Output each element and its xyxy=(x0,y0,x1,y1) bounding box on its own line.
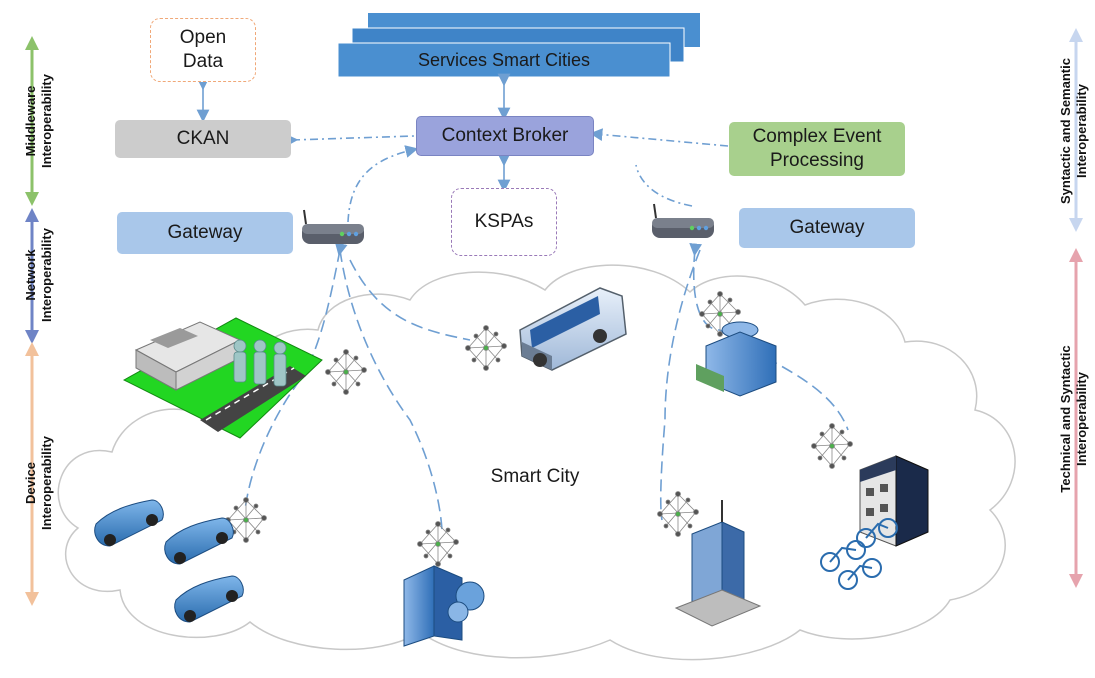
mesh-icon-5 xyxy=(699,291,741,337)
round-building-icon xyxy=(696,321,777,397)
right-axis-arrows xyxy=(1069,28,1083,588)
open-data-line1: Open xyxy=(179,27,227,48)
dark-building-icon xyxy=(859,455,929,547)
router-icon-right xyxy=(652,203,714,238)
ckan-box: CKAN xyxy=(115,120,291,158)
router-icon-left xyxy=(302,209,364,244)
mesh-icon-1 xyxy=(325,349,367,395)
services-smart-cities-box: Services Smart Cities xyxy=(338,43,670,77)
solid-connectors xyxy=(196,73,511,193)
mesh-icon-3 xyxy=(225,497,267,543)
car-icon-2 xyxy=(164,517,234,565)
gateway-left-label: Gateway xyxy=(167,222,243,243)
kspas-box: KSPAs xyxy=(451,188,557,256)
cep-box: Complex Event Processing xyxy=(729,122,905,176)
smart-city-label: Smart City xyxy=(490,466,580,487)
left-axis-arrows xyxy=(25,36,39,606)
open-data-box: Open Data xyxy=(150,18,256,82)
services-label: Services Smart Cities xyxy=(417,50,591,70)
open-data-line2: Data xyxy=(182,51,224,72)
bike-rack-icon xyxy=(820,518,898,590)
mesh-icon-4 xyxy=(417,521,459,567)
mesh-icon-7 xyxy=(657,491,699,537)
context-broker-box: Context Broker xyxy=(416,116,594,156)
car-icon-3 xyxy=(174,575,244,623)
dashdot-connectors xyxy=(285,128,729,223)
bus-icon xyxy=(519,287,627,371)
ckan-label: CKAN xyxy=(176,128,230,149)
office-building-icon-left xyxy=(403,565,485,647)
gateway-right-box: Gateway xyxy=(739,208,915,248)
gateway-right-label: Gateway xyxy=(789,217,865,238)
device-interoperability-label: Device Interoperability xyxy=(23,436,54,530)
syntactic-semantic-interoperability-label: Syntactic and Semantic Interoperability xyxy=(1058,58,1089,204)
cep-line1: Complex Event xyxy=(752,126,882,147)
kspas-label: KSPAs xyxy=(474,211,534,232)
gateway-left-box: Gateway xyxy=(117,212,293,254)
mesh-icon-6 xyxy=(811,423,853,469)
tower-building-icon xyxy=(674,500,762,627)
context-broker-label: Context Broker xyxy=(441,125,569,146)
car-icon-1 xyxy=(94,499,164,547)
cep-line2: Processing xyxy=(770,150,864,171)
network-interoperability-label: Network Interoperability xyxy=(23,228,54,322)
mesh-icon-2 xyxy=(465,325,507,371)
middleware-interoperability-label: Middleware Interoperability xyxy=(23,74,54,168)
technical-syntactic-interoperability-label: Technical and Syntactic Interoperability xyxy=(1058,345,1089,493)
factory-area-icon xyxy=(122,317,323,439)
services-stack xyxy=(337,13,700,78)
